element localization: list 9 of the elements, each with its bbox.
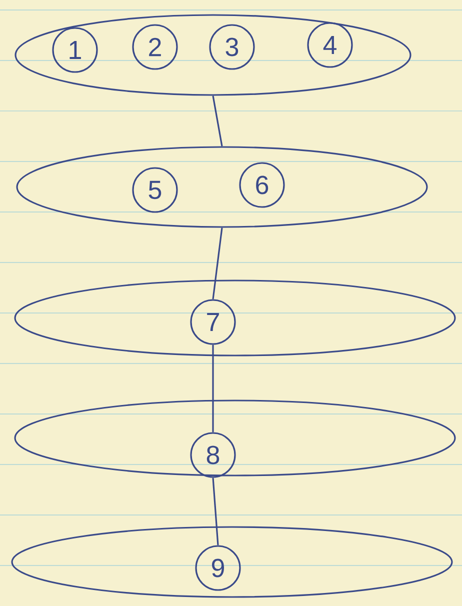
connector-line bbox=[212, 228, 223, 300]
connector-line bbox=[212, 478, 219, 546]
connector-line bbox=[212, 96, 223, 146]
connector-line bbox=[212, 344, 214, 432]
oval bbox=[14, 280, 456, 356]
oval bbox=[16, 146, 428, 228]
oval bbox=[11, 526, 453, 598]
oval bbox=[14, 14, 412, 96]
oval bbox=[14, 400, 456, 476]
